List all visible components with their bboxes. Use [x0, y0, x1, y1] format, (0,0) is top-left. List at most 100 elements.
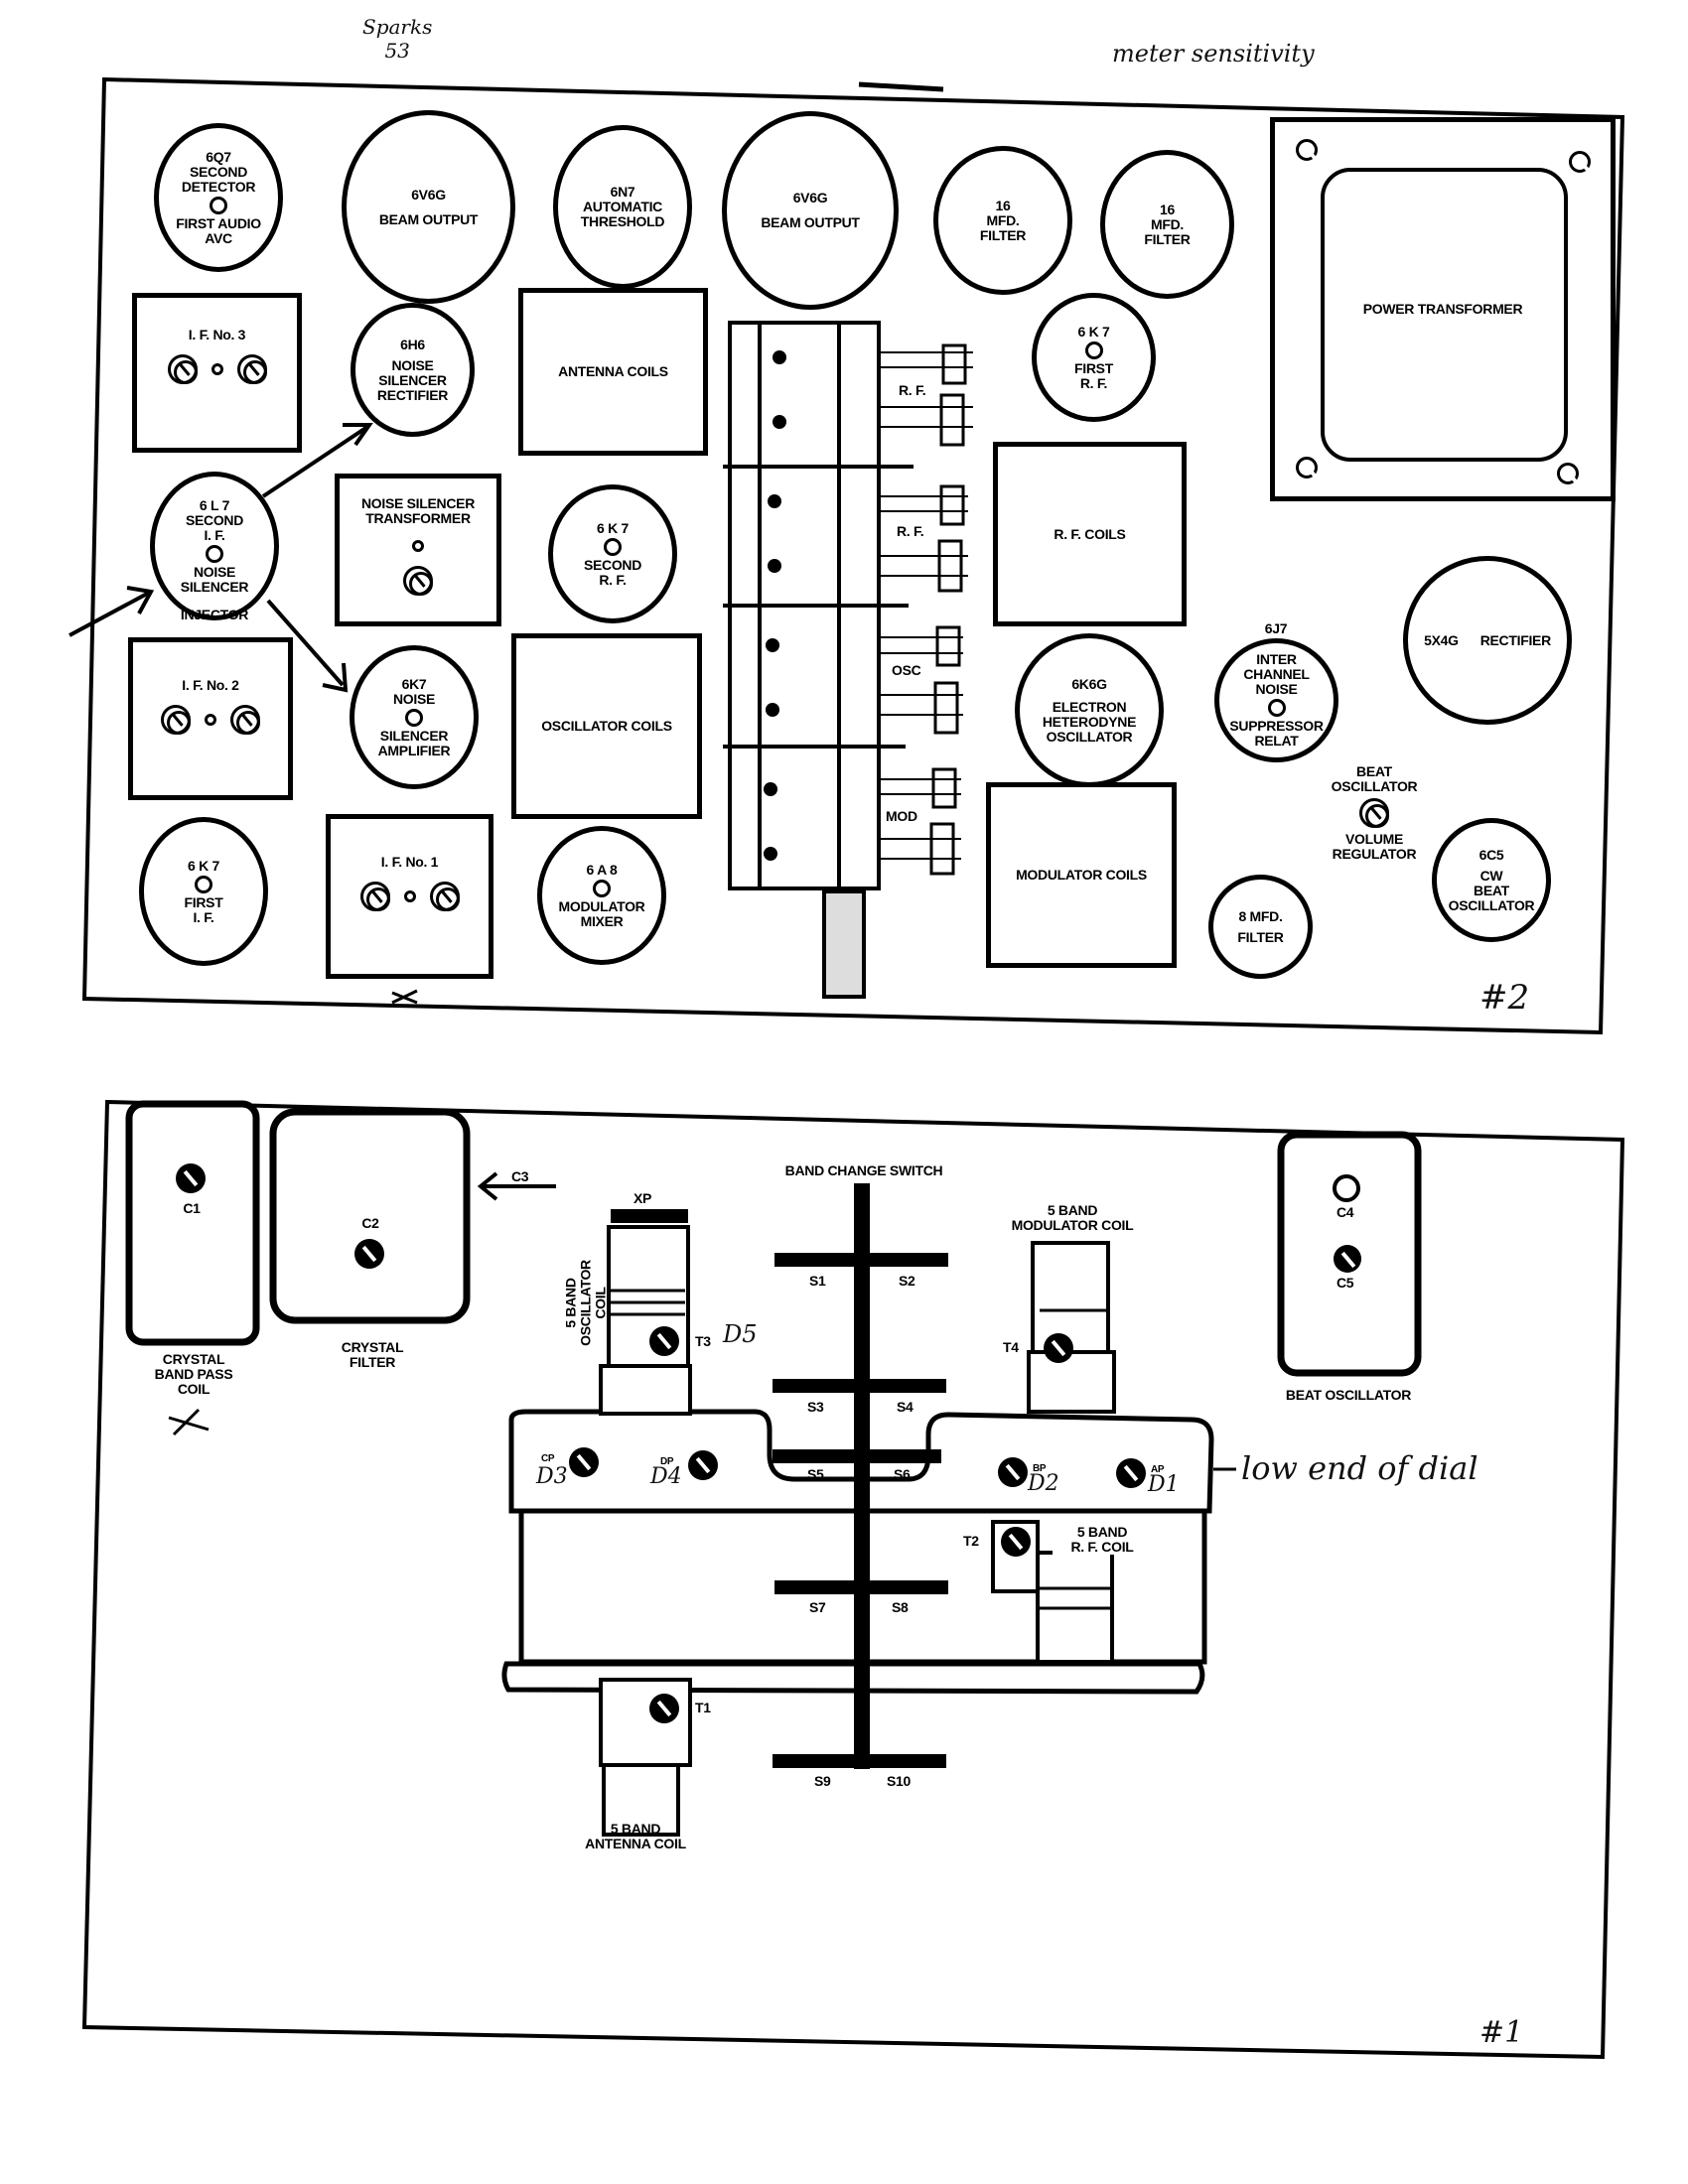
modulator-coil-label: 5 BAND MODULATOR COIL	[1011, 1202, 1134, 1233]
handwritten-d1: D1	[1148, 1472, 1180, 1497]
crystal-filter-label: CRYSTAL FILTER	[341, 1339, 404, 1370]
hole-icon	[403, 890, 416, 902]
ap-label: AP	[1151, 1464, 1165, 1475]
tube-function: BEAM OUTPUT	[761, 214, 860, 230]
handwritten-d4: D4	[650, 1464, 682, 1489]
tube-socket-icon	[195, 875, 212, 893]
tube-label: 6 K 7	[188, 857, 219, 874]
tube-socket-icon	[593, 879, 611, 897]
box-label: I. F. No. 3	[188, 327, 246, 342]
tube-socket-icon	[1267, 699, 1286, 717]
box-label: I. F. No. 2	[182, 677, 239, 693]
beat-oscillator-label: BEAT OSCILLATOR	[1285, 1387, 1412, 1403]
capacitor-label: 16	[1160, 201, 1175, 217]
hole-icon	[205, 714, 216, 726]
signal-arrows	[69, 423, 556, 1201]
modulator-coils-box: MODULATOR COILS	[986, 782, 1177, 968]
tube-function: NOISE SILENCER	[180, 563, 249, 595]
tube-function: FIRST I. F.	[184, 893, 223, 925]
bp-trimmer-screw[interactable]	[998, 1457, 1028, 1487]
tube-function: CW BEAT OSCILLATOR	[1448, 867, 1535, 913]
tube-6k7-noise-amp: 6K7 NOISE SILENCER AMPLIFIER	[350, 645, 479, 789]
crystal-band-pass-label: CRYSTAL BAND PASS COIL	[154, 1351, 233, 1397]
tube-socket-icon	[1084, 341, 1103, 359]
box-label: MODULATOR COILS	[1016, 867, 1147, 883]
switch-pos-s3: S3	[807, 1399, 824, 1415]
c4-label: C4	[1336, 1204, 1354, 1220]
beat-oscillator-can	[1277, 1131, 1422, 1377]
switch-pos-s1: S1	[809, 1273, 826, 1289]
t2-adjust-screw[interactable]	[1001, 1527, 1031, 1557]
mounting-screw-icon	[1557, 463, 1579, 484]
switch-contact-bar-s3-s4	[773, 1379, 946, 1393]
dp-label: DP	[660, 1456, 674, 1467]
power-transformer-core	[1321, 168, 1568, 462]
bp-label: BP	[1033, 1463, 1047, 1474]
trimmer-screw-icon[interactable]	[359, 882, 390, 911]
cp-trimmer-screw[interactable]	[569, 1447, 599, 1477]
tube-label: 6N7	[610, 184, 635, 200]
tube-socket-icon	[206, 544, 223, 563]
panel-number-2: #2	[1479, 978, 1530, 1018]
crystal-band-pass-can	[125, 1100, 260, 1346]
dial-note: low end of dial	[1241, 1449, 1478, 1487]
box-label: NOISE SILENCER TRANSFORMER	[360, 495, 476, 526]
t3-label: T3	[695, 1333, 711, 1349]
top-panel-border	[81, 76, 1625, 1035]
handwritten-note-meter: meter sensitivity	[1112, 40, 1315, 68]
tube-label: 5X4G	[1424, 631, 1459, 648]
c3-label: C3	[511, 1168, 529, 1184]
t4-adjust-screw[interactable]	[1044, 1333, 1073, 1363]
c4-adjust-icon[interactable]	[1333, 1174, 1360, 1202]
trimmer-screw-icon[interactable]	[236, 354, 267, 384]
hole-icon	[412, 540, 424, 552]
switch-contact-bar-s9-s10	[773, 1754, 946, 1768]
c2-adjust-screw[interactable]	[354, 1239, 384, 1269]
trimmer-screw-icon[interactable]	[230, 705, 260, 735]
tube-label: 6K7 NOISE	[392, 675, 436, 707]
tube-label: 6K6G	[1071, 675, 1107, 692]
tube-label: 6 K 7	[1077, 323, 1110, 340]
switch-pos-s5: S5	[807, 1466, 824, 1482]
adjust-screw-icon[interactable]	[1359, 798, 1389, 828]
t3-adjust-screw[interactable]	[649, 1326, 679, 1356]
trimmer-screw-icon[interactable]	[167, 354, 198, 384]
tube-5x4g: 5X4G RECTIFIER	[1403, 556, 1572, 725]
c5-label: C5	[1336, 1275, 1354, 1291]
mounting-screw-icon	[1296, 139, 1318, 161]
tube-function: RECTIFIER	[1479, 631, 1552, 648]
capacitor-label: 8 MFD.	[1238, 907, 1283, 924]
tube-function: FIRST AUDIO AVC	[176, 214, 261, 246]
band-switch-shaft	[854, 1183, 870, 1769]
c1-adjust-screw[interactable]	[176, 1163, 206, 1193]
antenna-coil-label: 5 BAND ANTENNA COIL	[585, 1821, 686, 1851]
box-label: R. F. COILS	[1054, 525, 1126, 542]
xp-cap	[611, 1209, 688, 1223]
injector-label: INJECTOR	[180, 607, 249, 622]
if-transformer-2: I. F. No. 2	[128, 637, 293, 800]
trimmer-screw-icon[interactable]	[429, 882, 460, 911]
tube-function: FIRST R. F.	[1074, 359, 1113, 391]
antenna-coils-box: ANTENNA COILS	[518, 288, 708, 456]
ap-trimmer-screw[interactable]	[1116, 1458, 1146, 1488]
mounting-screw-icon	[1296, 457, 1318, 478]
tube-function: SILENCER AMPLIFIER	[377, 727, 451, 758]
trimmer-screw-icon[interactable]	[403, 566, 433, 596]
oscillator-coils-box: OSCILLATOR COILS	[511, 633, 702, 819]
dp-trimmer-screw[interactable]	[688, 1450, 718, 1480]
panel-number-1: #1	[1479, 2015, 1524, 2050]
filter-capacitor-8mfd: 8 MFD.FILTER	[1208, 875, 1313, 979]
tube-6k7-first-rf: 6 K 7 FIRST R. F.	[1032, 293, 1156, 422]
t1-adjust-screw[interactable]	[649, 1694, 679, 1723]
switch-pos-s10: S10	[887, 1773, 912, 1789]
c5-adjust-screw[interactable]	[1334, 1245, 1361, 1273]
trimmer-screw-icon[interactable]	[161, 705, 191, 735]
tube-function: NOISE SILENCER RECTIFIER	[376, 356, 449, 403]
